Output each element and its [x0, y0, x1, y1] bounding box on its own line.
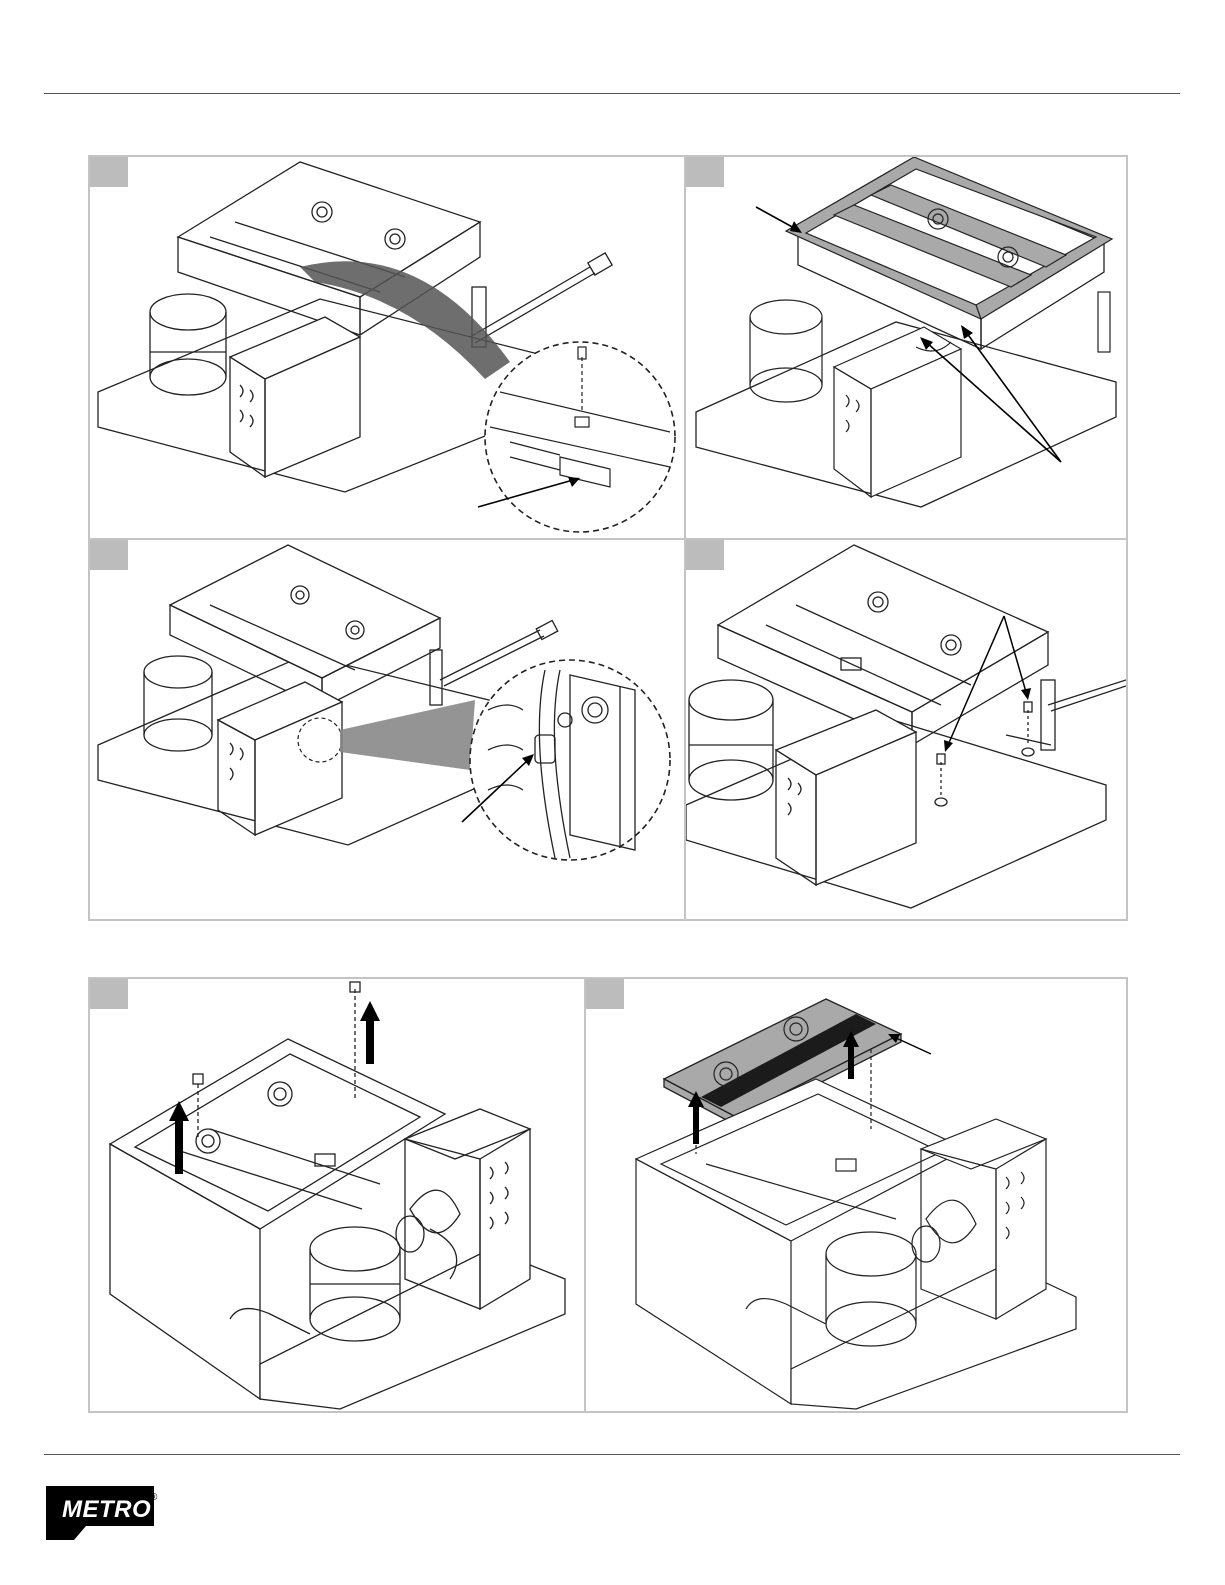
illustration-gasket-frame [686, 157, 1126, 538]
logo-wordmark: METRO [62, 1496, 151, 1524]
registered-mark: ® [150, 1492, 157, 1503]
panel-step-1 [90, 157, 684, 538]
header-rule [44, 93, 1180, 94]
illustration-remove-bracket [90, 157, 684, 538]
illustration-remove-screws [686, 540, 1126, 919]
panel-step-5 [90, 979, 584, 1411]
illustration-remove-top-cover [586, 979, 1126, 1411]
panel-step-2 [686, 157, 1126, 538]
illustration-disconnect-ground [90, 540, 684, 919]
panel-step-6 [586, 979, 1126, 1411]
panel-step-4 [686, 540, 1126, 919]
illustration-lift-cover-screws [90, 979, 584, 1411]
footer-rule [44, 1454, 1180, 1455]
panel-step-3 [90, 540, 684, 919]
metro-logo: METRO ® [46, 1486, 164, 1540]
